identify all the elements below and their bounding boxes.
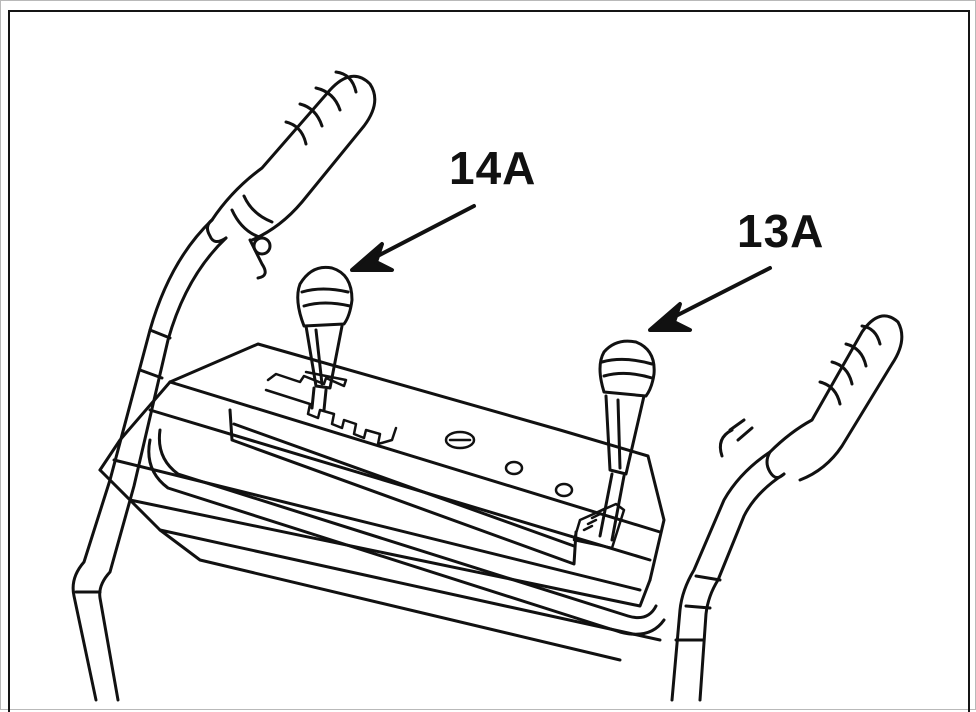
chute-selector-gate	[572, 502, 626, 550]
left-handle-tube	[71, 218, 228, 702]
panel-knobs	[444, 430, 574, 498]
right-hand-grip	[718, 314, 904, 482]
dashboard-panel	[98, 342, 666, 662]
lower-bail-bar	[147, 428, 666, 636]
callout-label-13a: 13A	[737, 205, 825, 257]
left-hand-grip	[205, 70, 377, 280]
callout-label-14a: 14A	[449, 142, 537, 194]
lever-14a	[296, 265, 354, 412]
callout-arrow-14a	[350, 204, 476, 272]
right-handle-tube	[670, 450, 786, 702]
callout-arrow-13a	[648, 266, 772, 332]
lever-13a	[598, 339, 656, 542]
speed-selector-gate	[264, 370, 398, 446]
inner-border	[8, 10, 970, 712]
